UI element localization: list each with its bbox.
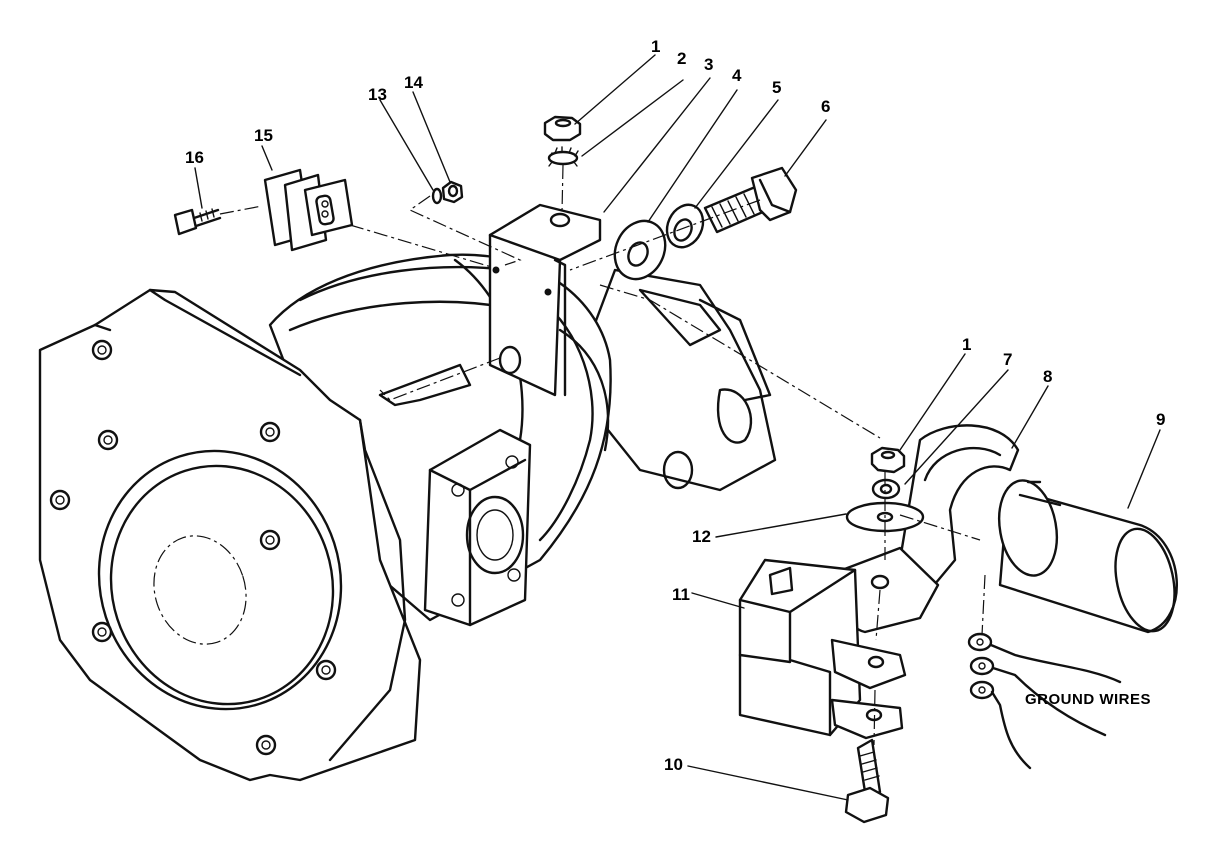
callout-10: 10 [664, 755, 683, 774]
pump-housing [38, 253, 777, 782]
ground-wires-label: GROUND WIRES [1025, 691, 1151, 708]
mounting-bracket [488, 203, 602, 397]
callout-2: 2 [677, 49, 686, 68]
callout-labels: 1 2 3 4 5 6 13 14 15 16 1 7 8 9 12 11 10… [185, 37, 1165, 774]
relay-unit [738, 558, 907, 824]
callout-6: 6 [821, 97, 830, 116]
callout-11: 11 [672, 585, 690, 604]
callout-14: 14 [404, 73, 423, 92]
callout-8: 8 [1043, 367, 1052, 386]
top-fasteners [543, 115, 798, 281]
connector-parts [173, 168, 464, 252]
callout-7: 7 [1003, 350, 1012, 369]
callout-1-top: 1 [651, 37, 660, 56]
callout-9: 9 [1156, 410, 1165, 429]
callout-12: 12 [692, 527, 711, 546]
callout-15: 15 [254, 126, 273, 145]
callout-16: 16 [185, 148, 204, 167]
callout-4: 4 [732, 66, 742, 85]
callout-3: 3 [704, 55, 713, 74]
ground-wires [967, 632, 1122, 770]
assembly-centerlines [219, 164, 986, 746]
callout-13: 13 [368, 85, 387, 104]
leader-lines [194, 54, 1161, 801]
callout-1-lower: 1 [962, 335, 971, 354]
capacitor-assembly [839, 424, 1178, 634]
callout-5: 5 [772, 78, 781, 97]
